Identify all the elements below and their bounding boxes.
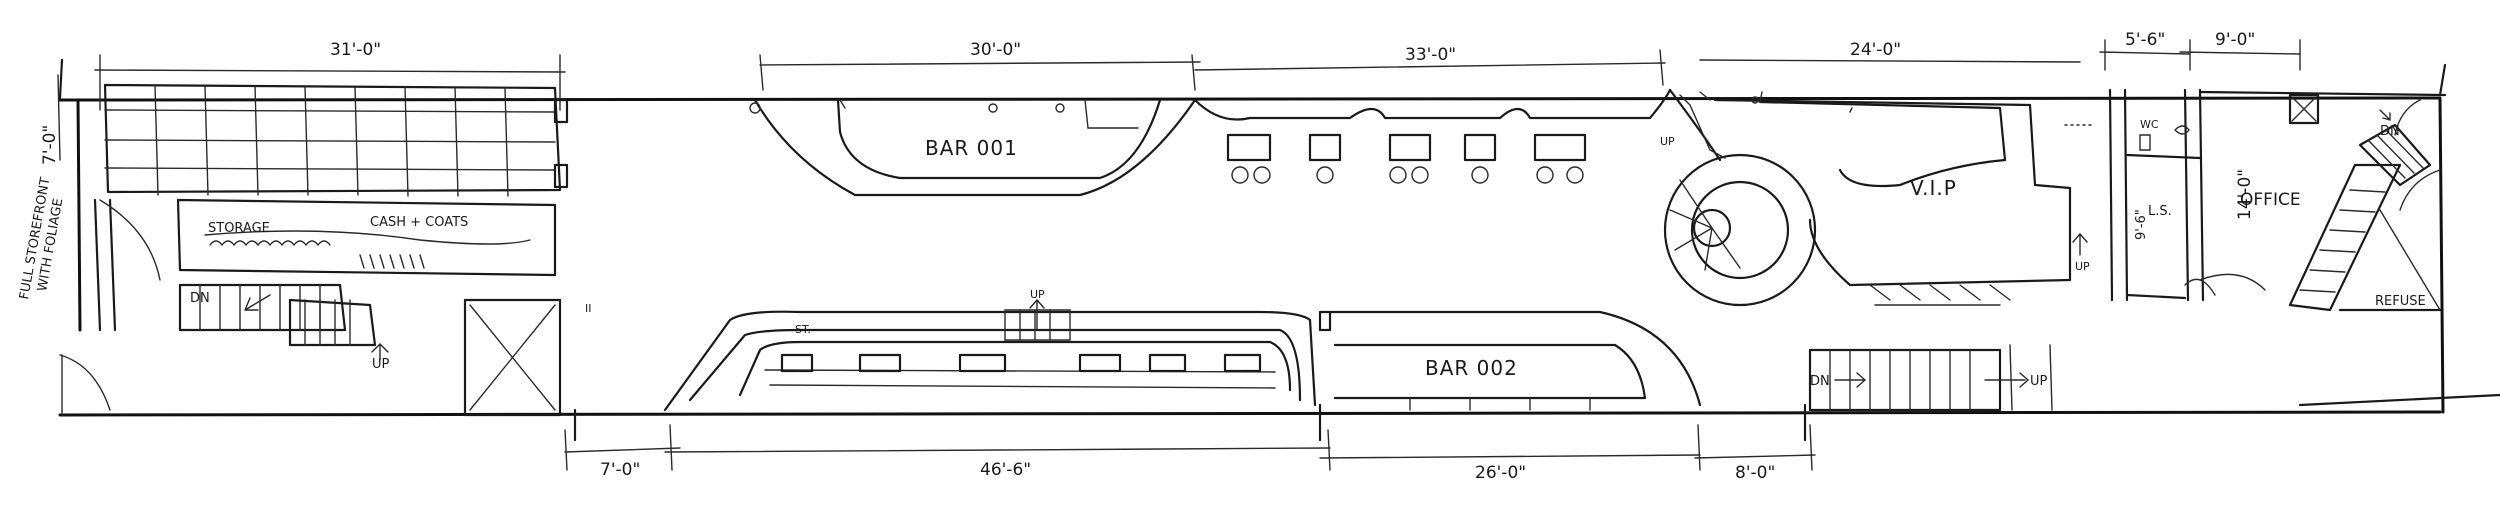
dim-top-31: 31'-0" bbox=[330, 40, 381, 60]
lower-booth-zone bbox=[663, 298, 1332, 412]
dim-vert-14: 14'-0" bbox=[2235, 169, 2255, 220]
stair-up-vip: UP bbox=[2075, 260, 2090, 273]
dim-vert-9-6: 9'-6" bbox=[2134, 209, 2149, 240]
left-front-zone bbox=[59, 54, 569, 417]
stair-dn-right: DN bbox=[2380, 124, 2400, 139]
dim-bottom-26: 26'-0" bbox=[1475, 463, 1526, 483]
room-storage: STORAGE bbox=[208, 221, 270, 236]
dim-storefront-height: 7'-0" bbox=[40, 125, 60, 165]
room-bar-002: BAR 002 bbox=[1425, 356, 1518, 380]
dim-bottom-8: 8'-0" bbox=[1735, 463, 1775, 483]
stair-up-mid: UP bbox=[1030, 288, 1045, 301]
stair-up-rear: UP bbox=[2030, 374, 2048, 389]
dim-bottom-46-6: 46'-6" bbox=[980, 460, 1031, 480]
dim-top-30: 30'-0" bbox=[970, 40, 1021, 60]
stair-up-left: UP bbox=[372, 357, 390, 372]
marker-ii: II bbox=[585, 302, 592, 315]
room-ls: L.S. bbox=[2148, 204, 2172, 219]
dimension-lines bbox=[57, 39, 2301, 471]
room-vip: V.I.P bbox=[1910, 176, 1957, 200]
room-wc: WC bbox=[2140, 118, 2159, 131]
stair-dn-left: DN bbox=[190, 291, 210, 306]
stair-up-circ: UP bbox=[1660, 135, 1675, 148]
building-outline bbox=[58, 58, 2500, 442]
dim-top-33: 33'-0" bbox=[1405, 45, 1456, 65]
lounge-seating-zone bbox=[1193, 88, 1672, 184]
dim-top-5-6: 5'-6" bbox=[2125, 30, 2165, 50]
dim-bottom-7: 7'-0" bbox=[600, 460, 640, 480]
room-cash-coats: CASH + COATS bbox=[370, 215, 468, 230]
back-of-house-zone bbox=[2108, 88, 2447, 312]
rear-stairs bbox=[1808, 304, 2053, 412]
bar-002-zone bbox=[1328, 310, 1702, 411]
bar-001-zone bbox=[749, 49, 1664, 197]
vip-zone bbox=[1663, 88, 2096, 307]
label-st: ST. bbox=[795, 323, 811, 336]
stair-dn-rear: DN bbox=[1810, 374, 1830, 389]
room-refuse: REFUSE bbox=[2375, 294, 2426, 309]
dim-top-24: 24'-0" bbox=[1850, 40, 1901, 60]
room-office: OFFICE bbox=[2240, 190, 2301, 210]
room-bar-001: BAR 001 bbox=[925, 136, 1018, 160]
dim-top-9: 9'-0" bbox=[2215, 30, 2255, 50]
